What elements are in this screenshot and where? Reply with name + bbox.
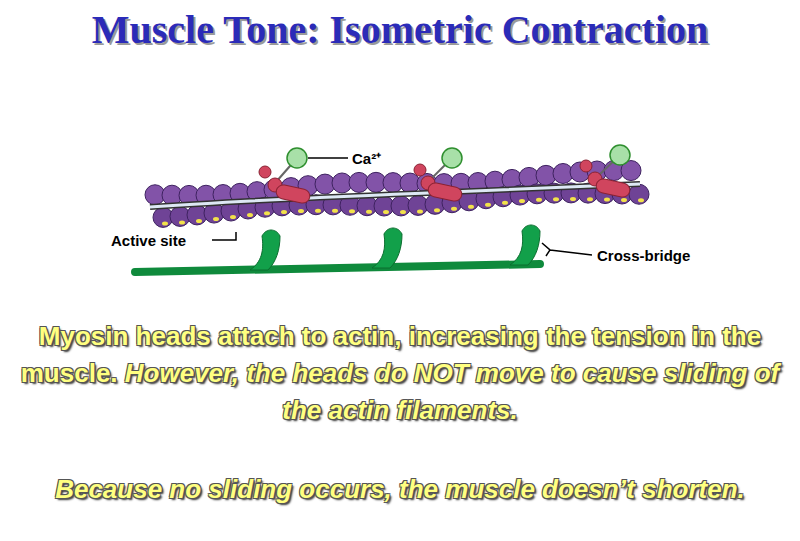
conclusion-text: Because no sliding occurs, the muscle do… (2, 471, 798, 508)
active-site-dot (400, 210, 406, 214)
active-site-dot (502, 201, 508, 205)
active-site-dot (179, 220, 185, 224)
active-site-dot (281, 210, 287, 214)
active-site-dot (247, 213, 253, 217)
active-site-dot (604, 198, 610, 202)
troponin-complexes (259, 145, 631, 204)
active-site-dot (230, 215, 236, 219)
active-site-dot (264, 211, 270, 215)
tropomyosin-outline (150, 184, 640, 207)
explanation-paragraph: Myosin heads attach to actin, increasing… (2, 318, 798, 429)
actin-filament (145, 161, 649, 228)
active-site-dot (366, 210, 372, 214)
active-site-dot (519, 199, 525, 203)
cross-bridge-label: Cross-bridge (597, 247, 690, 264)
active-site-dot (570, 197, 576, 201)
active-site-label: Active site (111, 232, 186, 249)
explanation-italic-text: However, the heads do NOT move to cause … (125, 358, 779, 425)
active-site-dot (298, 209, 304, 213)
active-site-dot (638, 198, 644, 202)
active-site-dot (383, 210, 389, 214)
tropomyosin (150, 184, 640, 207)
active-site-dot (162, 221, 168, 225)
active-site-dot (434, 208, 440, 212)
calcium-label: Ca²⁺ (352, 148, 381, 168)
active-site-dot (485, 203, 491, 207)
active-site-dot (213, 217, 219, 221)
active-site-dot (468, 205, 474, 209)
active-site-dot (332, 209, 338, 213)
active-site-dot (349, 209, 355, 213)
leader-lines (212, 158, 592, 256)
myosin-filament (135, 225, 540, 272)
active-site-dot (315, 209, 321, 213)
active-site-dot (417, 209, 423, 213)
active-site-dot (553, 197, 559, 201)
active-site-dot (451, 207, 457, 211)
active-site-dot (196, 219, 202, 223)
active-site-dot (536, 198, 542, 202)
active-site-dot (621, 198, 627, 202)
active-site-dot (587, 197, 593, 201)
slide-title: Muscle Tone: Isometric Contraction (0, 6, 800, 53)
